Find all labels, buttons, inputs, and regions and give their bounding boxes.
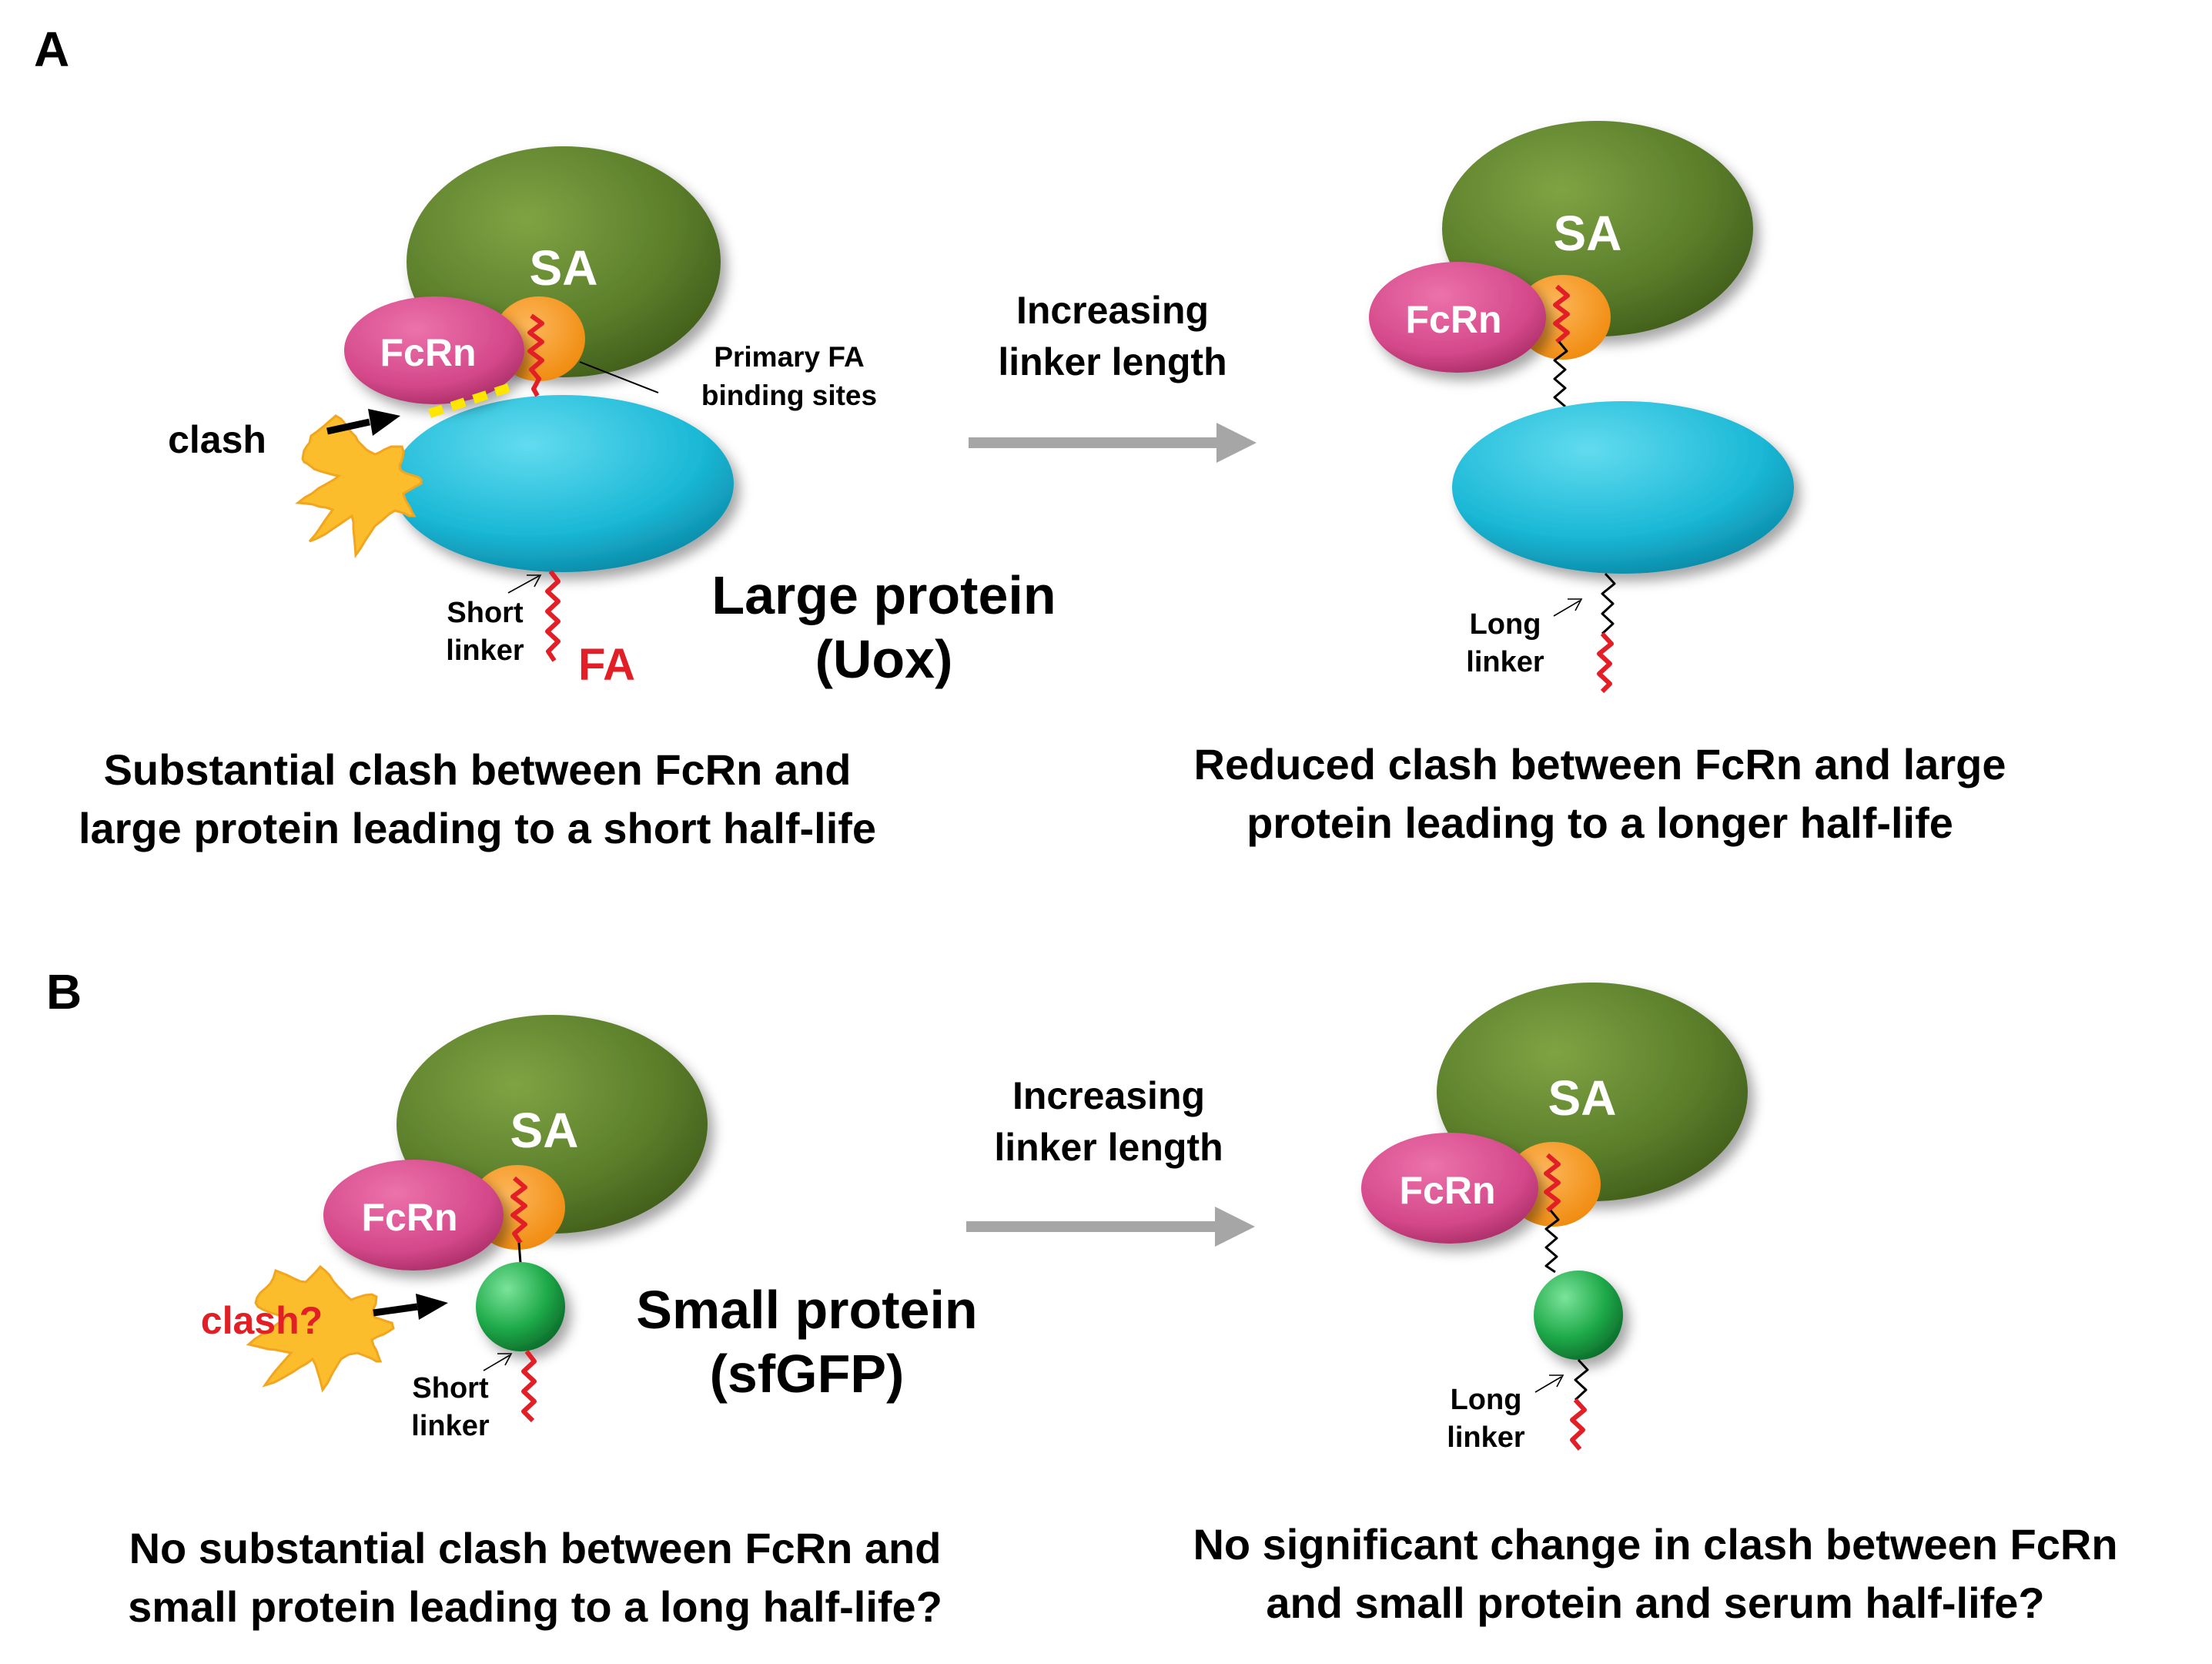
long-linker-upper [1553,341,1568,408]
b-right-small-protein-sphere [1534,1271,1623,1360]
panel-a-caption-right-1: Reduced clash between FcRn and large [1194,740,2006,788]
binding-sites-label-2: binding sites [701,380,877,411]
long-linker-lower [1601,572,1616,635]
short-linker-pointer [507,575,540,594]
panel-b-letter: B [46,964,82,1019]
linker-length-label: linker length [998,340,1226,383]
clash-label: clash [168,418,266,461]
panel-b-caption-left-2: small protein leading to a long half-lif… [128,1582,942,1631]
b-long-linker-pointer [1534,1376,1562,1393]
right-large-protein-ellipse [1452,401,1794,574]
b-clash-starburst [246,1264,395,1393]
b-short-linker-label-2: linker [411,1410,490,1442]
short-linker-label-2: linker [446,634,524,667]
b-long-linker-label-2: linker [1447,1421,1525,1454]
right-fa-chain [1597,631,1614,694]
long-linker-pointer [1553,600,1581,617]
long-linker-label-1: Long [1470,608,1541,641]
small-protein-sphere [476,1262,565,1351]
b-protein-name-label: Small protein [636,1280,977,1340]
large-protein-ellipse [392,395,734,572]
right-fcrn-label: FcRn [1406,298,1502,341]
sa-label: SA [530,240,598,296]
b-long-linker-pointer-head [1549,1374,1564,1388]
binding-sites-label-1: Primary FA [714,341,864,373]
b-sa-label: SA [510,1103,579,1158]
clash-dashes [428,380,519,418]
panel-a-caption-right-2: protein leading to a longer half-life [1247,799,1953,847]
fcrn-label: FcRn [380,331,477,374]
b-increasing-linker-arrowhead [1215,1207,1255,1247]
b-right-serum-albumin-ellipse [1437,983,1748,1201]
right-bound-fa-chain [1553,284,1570,344]
panel-a-caption-left-2: large protein leading to a short half-li… [79,804,876,852]
b-fcrn-label: FcRn [362,1196,458,1239]
b-long-linker-label-1: Long [1451,1384,1522,1416]
b-clash-arrow-shaft [373,1303,418,1317]
b-long-linker-upper [1544,1210,1560,1274]
b-short-linker-pointer-head [497,1353,513,1366]
protein-abbrev-label: (Uox) [815,629,953,689]
b-linker-length-label: linker length [994,1126,1223,1169]
b-increasing-label: Increasing [1012,1074,1205,1117]
b-clash-label: clash? [201,1299,323,1342]
panel-b-caption-right-1: No significant change in clash between F… [1193,1520,2117,1569]
b-short-linker-label-1: Short [412,1372,489,1405]
short-linker-label-1: Short [447,597,524,629]
increasing-label: Increasing [1016,289,1209,332]
fa-label: FA [578,640,635,690]
long-linker-pointer-head [1568,598,1583,611]
clash-starburst [295,414,423,559]
b-long-linker-lower [1574,1358,1589,1401]
b-protein-abbrev-label: (sfGFP) [710,1344,905,1404]
protein-name-label: Large protein [711,565,1056,625]
panel-b-caption-left-1: No substantial clash between FcRn and [129,1524,942,1572]
short-linker-fa [545,570,561,662]
clash-arrow-shaft [326,418,370,435]
right-sa-label: SA [1554,206,1622,261]
panel-a-letter: A [34,22,69,77]
b-short-linker-fa [521,1350,537,1423]
b-short-linker-pointer [483,1354,510,1371]
b-short-linker-upper [517,1242,522,1264]
b-clash-arrowhead [416,1294,448,1320]
right-fcrn-ellipse [1369,262,1546,373]
fcrn-ellipse [344,296,524,404]
b-right-fa-chain [1570,1398,1587,1451]
b-fcrn-ellipse [323,1160,504,1271]
b-right-bound-fa-chain [1544,1153,1561,1213]
b-right-fcrn-ellipse [1361,1133,1538,1244]
clash-arrowhead [368,409,400,436]
short-linker-pointer-head [527,574,542,588]
increasing-linker-arrowhead [1216,423,1257,463]
panel-a-caption-left-1: Substantial clash between FcRn and [104,745,852,794]
b-right-fcrn-label: FcRn [1400,1169,1496,1212]
b-right-sa-label: SA [1548,1070,1617,1126]
long-linker-label-2: linker [1466,646,1544,678]
b-bound-fa-chain [510,1176,527,1244]
binding-sites-callout-line [579,361,659,393]
panel-b-caption-right-2: and small protein and serum half-life? [1266,1579,2044,1627]
bound-fa-chain [527,313,544,397]
